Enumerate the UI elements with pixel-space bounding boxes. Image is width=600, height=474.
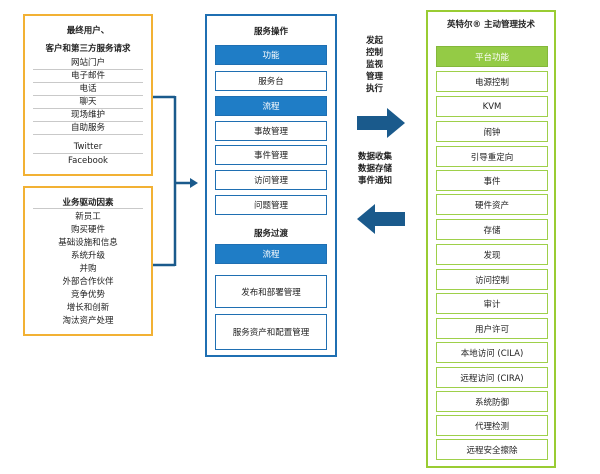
intel-system-defense: 系统防御 [436,391,548,412]
request-channels-list: 网站门户 电子邮件 电话 聊天 现场维护 自助服务 Twitter Facebo… [33,58,143,170]
intel-amt-panel: 英特尔® 主动管理技术 平台功能 电源控制 KVM 闹钟 引导重定向 事件 硬件… [426,10,556,468]
business-drivers-title: 业务驱动因素 [62,198,114,208]
action-control: 控制 [366,48,384,58]
intel-audit: 审计 [436,293,548,314]
driver-growth-innovation: 增长和创新 [66,303,110,313]
flow-event-notification: 事件通知 [358,176,393,186]
business-drivers-divider [33,208,143,209]
intel-kvm: KVM [436,96,548,117]
request-channels-panel: 最终用户、 客户和第三方服务请求 网站门户 电子邮件 电话 聊天 现场维护 自助… [23,14,153,176]
intel-discovery: 发现 [436,244,548,265]
intel-alarm-clock: 闹钟 [436,121,548,142]
intel-amt-title: 英特尔® 主动管理技术 [447,20,535,30]
request-channels-title-line2: 客户和第三方服务请求 [45,44,131,54]
action-manage: 管理 [366,72,384,82]
channel-onsite: 现场维护 [33,110,143,122]
service-ops-event-mgmt: 事件管理 [215,145,327,165]
intel-boot-redirect: 引导重定向 [436,146,548,167]
channel-chat: 聊天 [33,97,143,109]
intel-events: 事件 [436,170,548,191]
driver-asset-disposal: 淘汰资产处理 [62,316,114,326]
action-initiate: 发起 [366,36,384,46]
action-monitor: 监视 [366,60,384,70]
service-ops-incident-mgmt: 事故管理 [215,121,327,141]
flow-data-collection: 数据收集 [358,152,393,162]
flow-data-storage: 数据存储 [358,164,393,174]
intel-remote-access: 远程访问 (CIRA) [436,367,548,388]
intel-agent-presence: 代理检测 [436,415,548,436]
driver-infrastructure: 基础设施和信息 [58,238,118,248]
intel-platform-function: 平台功能 [436,46,548,67]
driver-buy-hardware: 购买硬件 [70,225,105,235]
service-transition-title: 服务过渡 [253,229,288,239]
request-channels-title-line1: 最终用户、 [66,26,110,36]
intel-access-control: 访问控制 [436,269,548,290]
channel-twitter: Twitter [33,142,143,154]
driver-system-upgrade: 系统升级 [70,251,105,261]
intel-storage: 存储 [436,219,548,240]
service-ops-access-mgmt: 访问管理 [215,170,327,190]
service-transition-process: 流程 [215,244,327,264]
action-execute: 执行 [366,84,384,94]
driver-external-partners: 外部合作伙伴 [62,277,114,287]
service-transition-release-deploy: 发布和部署管理 [215,275,327,308]
service-ops-panel: 服务操作 功能 服务台 流程 事故管理 事件管理 访问管理 问题管理 服务过渡 … [205,14,337,357]
control-actions-text: 发起 控制 监视 管理 执行 [366,36,406,98]
channel-self-service: 自助服务 [33,123,143,135]
driver-mna: 并购 [79,264,97,274]
arrow-right-icon [357,108,405,138]
channel-email: 电子邮件 [33,71,143,83]
intel-power-control: 电源控制 [436,71,548,92]
service-ops-function: 功能 [215,45,327,65]
driver-new-employee: 新员工 [75,212,101,222]
intel-local-access: 本地访问 (CILA) [436,342,548,363]
arrow-left-icon [357,204,405,234]
business-drivers-list: 新员工 购买硬件 基础设施和信息 系统升级 并购 外部合作伙伴 竞争优势 增长和… [29,212,147,332]
intel-user-consent: 用户许可 [436,318,548,339]
bracket-arrowhead-icon [190,178,198,188]
channel-web-portal: 网站门户 [33,58,143,70]
channel-phone: 电话 [33,84,143,96]
channel-facebook: Facebook [68,156,108,166]
service-ops-title: 服务操作 [253,27,288,37]
service-transition-asset-config: 服务资产和配置管理 [215,314,327,350]
service-ops-service-desk: 服务台 [215,71,327,91]
intel-remote-secure-erase: 远程安全擦除 [436,439,548,460]
driver-competitive-advantage: 竞争优势 [70,290,105,300]
bracket-connector [153,95,198,267]
business-drivers-panel: 业务驱动因素 新员工 购买硬件 基础设施和信息 系统升级 并购 外部合作伙伴 竞… [23,186,153,336]
service-ops-problem-mgmt: 问题管理 [215,195,327,215]
data-flow-text: 数据收集 数据存储 事件通知 [358,152,410,190]
service-ops-process: 流程 [215,96,327,116]
intel-hardware-assets: 硬件资产 [436,194,548,215]
